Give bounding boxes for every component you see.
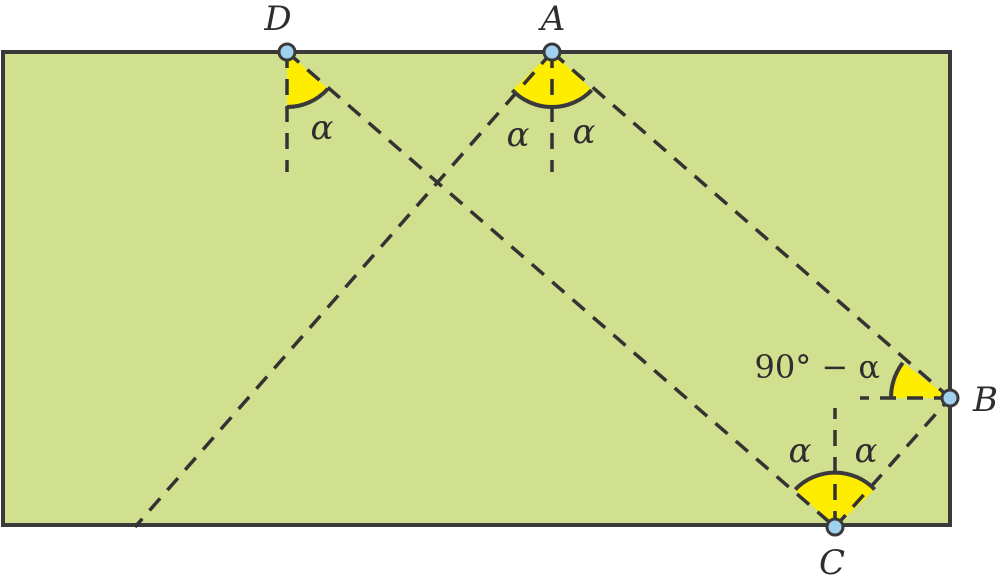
label-point-b: B — [972, 380, 998, 420]
path-c-to-b — [833, 396, 952, 529]
point-b — [940, 388, 960, 408]
path-a-to-b — [550, 50, 952, 400]
field-rectangle — [1, 50, 952, 527]
angle-arc-b — [889, 361, 905, 399]
point-c — [825, 517, 845, 537]
angle-label-a-right: α — [573, 112, 596, 152]
angle-label-c-left: α — [789, 431, 812, 471]
angle-label-a-left: α — [507, 115, 530, 155]
label-point-c: C — [819, 543, 845, 582]
label-point-a: A — [538, 0, 566, 39]
angle-label-c-right: α — [855, 431, 878, 471]
point-a — [542, 42, 562, 62]
angle-arc-d — [286, 87, 330, 110]
angle-arc-c — [793, 470, 877, 491]
path-d-to-c — [285, 50, 837, 529]
angle-wedge-d — [287, 52, 328, 108]
angle-label-d: α — [311, 108, 334, 148]
angle-label-b: 90° − α — [755, 348, 880, 386]
label-point-d: D — [263, 0, 291, 39]
path-a-to-bottom-left — [133, 50, 554, 529]
angle-arc-a — [510, 88, 594, 109]
angle-wedge-b — [891, 362, 950, 398]
point-d — [277, 42, 297, 62]
